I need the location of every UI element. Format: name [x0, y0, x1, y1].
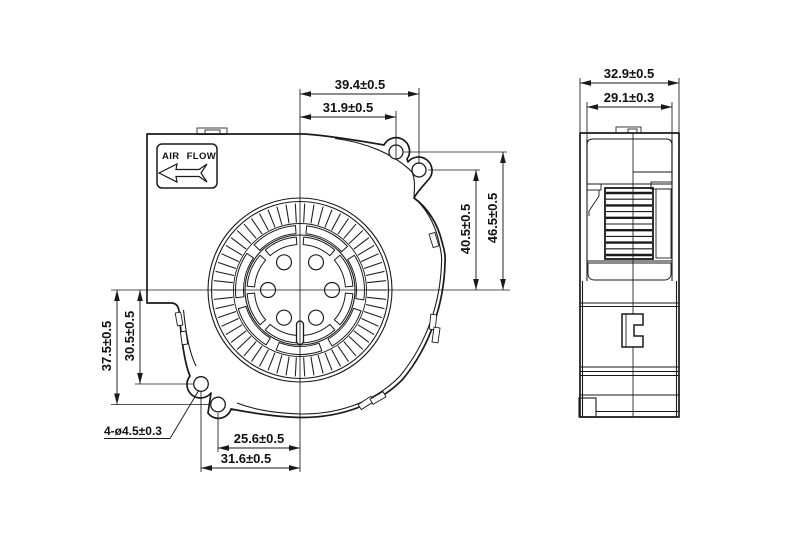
side-connector — [621, 313, 644, 348]
scroll-inner-wall-left — [182, 309, 197, 367]
dim-bottom-width-inner: 25.6±0.5 — [217, 431, 300, 451]
dim-label-left-height-outer: 37.5±0.5 — [99, 321, 114, 372]
side-base-dish — [587, 262, 672, 281]
side-left-flange — [586, 183, 602, 191]
dim-label-side-width-inner: 29.1±0.3 — [604, 90, 655, 105]
mount-hole-bottom-lower — [210, 396, 226, 413]
dim-left-height-outer: 37.5±0.5 — [99, 290, 120, 405]
air-flow-box — [156, 143, 218, 189]
dim-label-top-width-outer: 39.4±0.5 — [335, 77, 386, 92]
dim-label-left-height-inner: 30.5±0.5 — [122, 311, 137, 362]
dim-side-width-outer: 32.9±0.5 — [579, 66, 680, 86]
impeller-blade-ring — [213, 203, 387, 377]
dim-side-width-inner: 29.1±0.3 — [586, 90, 673, 110]
housing-clips — [174, 231, 441, 411]
side-left-bracket — [588, 190, 600, 216]
top-tab-inner — [204, 129, 221, 135]
front-view: AIR FLOW — [111, 89, 510, 472]
side-foot-notch — [578, 397, 597, 418]
side-top-tab-inner — [627, 128, 638, 134]
dim-label-right-height-inner: 40.5±0.5 — [458, 204, 473, 255]
dim-label-side-width-outer: 32.9±0.5 — [604, 66, 655, 81]
dim-right-height-outer: 46.5±0.5 — [485, 151, 506, 290]
rotor-segment-ring — [246, 236, 354, 344]
side-right-bracket — [655, 188, 672, 259]
dim-top-width-inner: 31.9±0.5 — [300, 100, 396, 120]
side-impeller-block — [604, 187, 654, 260]
dim-label-bottom-width-inner: 25.6±0.5 — [234, 431, 285, 446]
dim-label-top-width-inner: 31.9±0.5 — [323, 100, 374, 115]
dim-label-right-height-outer: 46.5±0.5 — [485, 193, 500, 244]
mount-hole-top-right — [411, 162, 427, 178]
air-flow-text: AIR FLOW — [162, 151, 216, 162]
dim-left-height-inner: 30.5±0.5 — [122, 290, 143, 384]
dim-mounting-holes-callout: 4-ø4.5±0.3 — [104, 389, 200, 439]
dim-right-height-inner: 40.5±0.5 — [458, 169, 479, 290]
side-venturi-panel — [586, 138, 673, 185]
dim-label-bottom-width-outer: 31.6±0.5 — [221, 451, 272, 466]
side-impeller-hatch — [606, 191, 652, 257]
side-body-outline — [579, 132, 680, 418]
rotor-pad-ring — [235, 225, 365, 355]
side-dimensions: 32.9±0.5 29.1±0.3 — [579, 66, 680, 140]
dim-label-mounting-holes: 4-ø4.5±0.3 — [104, 424, 162, 438]
side-view — [578, 126, 680, 418]
dim-top-width-outer: 39.4±0.5 — [300, 77, 419, 97]
air-flow-arrow-icon — [157, 162, 208, 184]
dim-bottom-width-outer: 31.6±0.5 — [200, 451, 300, 471]
air-flow-label: AIR FLOW — [156, 143, 218, 189]
front-dimensions: 39.4±0.5 31.9±0.5 46.5±0.5 40.5±0.5 37.5… — [99, 77, 507, 472]
mount-hole-bottom-upper — [193, 376, 209, 392]
